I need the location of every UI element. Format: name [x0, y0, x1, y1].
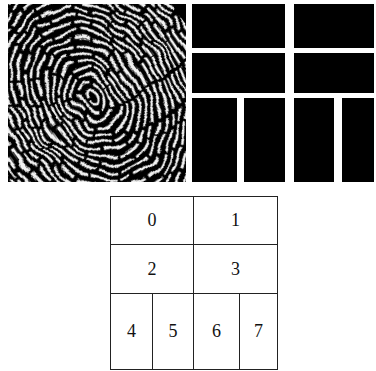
cell-number: 4	[127, 321, 136, 342]
partition-cell: 1	[193, 196, 278, 245]
partition-cell: 4	[110, 293, 153, 370]
partition-cell: 5	[152, 293, 194, 370]
cell-number: 5	[169, 321, 178, 342]
partition-image	[192, 4, 374, 182]
cell-number: 3	[231, 259, 240, 280]
cell-number: 6	[212, 321, 221, 342]
partition-cell: 2	[110, 244, 194, 294]
partition-cell: 3	[193, 244, 278, 294]
cell-number: 2	[148, 259, 157, 280]
cell-number: 1	[231, 210, 240, 231]
cell-number: 0	[148, 210, 157, 231]
partition-cell: 7	[239, 293, 278, 370]
cell-number: 7	[254, 321, 263, 342]
partition-cell: 0	[110, 196, 194, 245]
partition-cell: 6	[193, 293, 240, 370]
